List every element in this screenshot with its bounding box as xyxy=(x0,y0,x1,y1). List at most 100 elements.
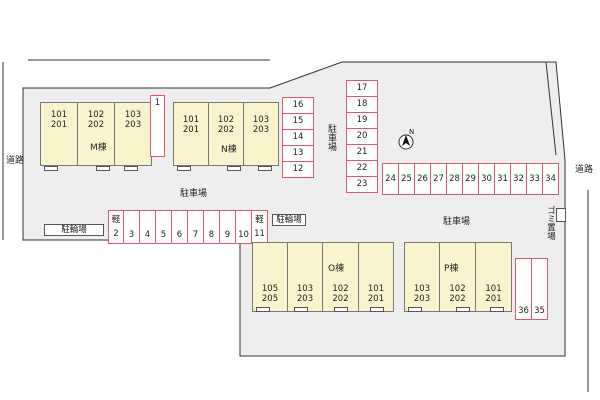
parking-column-12-16: 16 15 14 13 12 xyxy=(282,97,314,179)
parking-space: 24 xyxy=(382,163,399,195)
north-label: N xyxy=(409,128,415,136)
unit-upper: 103 xyxy=(252,115,270,125)
road-boundary-right xyxy=(545,61,557,156)
light-vehicle-label: 軽 xyxy=(255,215,264,225)
parking-space-36: 36 xyxy=(515,258,532,320)
unit-upper: 102 xyxy=(332,284,349,294)
road-label-right: 道路 xyxy=(575,165,594,175)
bike-parking-mid: 駐輪場 xyxy=(272,214,306,226)
parking-row-24-34: 24 25 26 27 28 29 30 31 32 33 34 xyxy=(382,163,560,195)
step xyxy=(256,307,270,312)
building-p-unit-2: 102 202 xyxy=(439,242,476,312)
building-n-unit-3: 103 203 xyxy=(243,102,279,166)
bike-parking-left: 駐輪場 xyxy=(44,224,104,236)
parking-space: 28 xyxy=(446,163,463,195)
building-o-unit-4: 101 201 xyxy=(358,242,394,312)
step xyxy=(456,307,470,312)
parking-space: 29 xyxy=(462,163,479,195)
unit-lower: 202 xyxy=(449,294,466,304)
step xyxy=(124,166,138,171)
building-m-name: M棟 xyxy=(90,143,107,153)
parking-space: 12 xyxy=(282,161,314,178)
unit-lower: 202 xyxy=(332,294,349,304)
north-arrow: N xyxy=(395,129,417,151)
unit-upper: 102 xyxy=(87,110,105,120)
step xyxy=(44,166,58,171)
step xyxy=(294,307,308,312)
parking-space: 23 xyxy=(346,176,378,193)
step xyxy=(408,307,422,312)
parking-space-number: 2 xyxy=(113,228,119,239)
building-n-unit-1: 101 201 xyxy=(173,102,209,166)
unit-lower: 202 xyxy=(217,125,235,135)
step xyxy=(490,307,504,312)
parking-space: 22 xyxy=(346,160,378,177)
parking-space: 27 xyxy=(430,163,447,195)
parking-space: 30 xyxy=(478,163,495,195)
building-p-name: P棟 xyxy=(444,264,459,274)
building-m-unit-1: 101 201 xyxy=(40,102,78,166)
building-p: 103 203 102 202 101 201 P棟 xyxy=(404,242,512,312)
building-p-unit-1: 103 203 xyxy=(404,242,440,312)
unit-lower: 201 xyxy=(485,294,502,304)
building-n-name: N棟 xyxy=(221,145,237,155)
light-vehicle-label: 軽 xyxy=(111,215,121,225)
unit-lower: 201 xyxy=(50,120,68,130)
unit-upper: 101 xyxy=(182,115,200,125)
road-label-left: 道路 xyxy=(6,156,25,166)
parking-space: 7 xyxy=(187,210,204,244)
parking-space: 32 xyxy=(510,163,527,195)
parking-space: 5 xyxy=(155,210,172,244)
step xyxy=(258,166,272,171)
building-m: 101 201 102 202 103 203 M棟 xyxy=(40,102,152,166)
unit-upper: 101 xyxy=(50,110,68,120)
parking-space: 8 xyxy=(203,210,220,244)
parking-space: 15 xyxy=(282,113,314,130)
unit-lower: 205 xyxy=(261,294,279,304)
parking-column-17-23: 17 18 19 20 21 22 23 xyxy=(346,80,378,195)
unit-upper: 101 xyxy=(367,284,385,294)
parking-space: 13 xyxy=(282,145,314,162)
unit-lower: 203 xyxy=(296,294,314,304)
building-o-unit-2: 103 203 xyxy=(287,242,323,312)
unit-upper: 103 xyxy=(413,284,431,294)
parking-space-number: 11 xyxy=(254,228,265,239)
parking-label-left: 駐車場 xyxy=(180,189,208,199)
parking-row-2-11: 軽 2 3 4 5 6 7 8 9 10 軽 11 xyxy=(108,210,268,244)
parking-space-2: 軽 2 xyxy=(108,210,124,244)
step xyxy=(177,166,191,171)
parking-space: 34 xyxy=(542,163,559,195)
unit-upper: 105 xyxy=(261,284,279,294)
building-o-unit-3: 102 202 xyxy=(322,242,359,312)
parking-space: 21 xyxy=(346,144,378,161)
unit-lower: 201 xyxy=(182,125,200,135)
building-n-unit-2: 102 202 xyxy=(208,102,244,166)
parking-space: 14 xyxy=(282,129,314,146)
parking-space-35: 35 xyxy=(531,258,548,320)
garbage-box xyxy=(556,208,566,222)
parking-space: 19 xyxy=(346,112,378,129)
unit-lower: 203 xyxy=(413,294,431,304)
parking-space: 18 xyxy=(346,96,378,113)
unit-upper: 101 xyxy=(485,284,502,294)
building-m-unit-2: 102 202 xyxy=(77,102,115,166)
unit-upper: 102 xyxy=(449,284,466,294)
unit-lower: 201 xyxy=(367,294,385,304)
step xyxy=(227,166,241,171)
parking-space: 31 xyxy=(494,163,511,195)
parking-label-vertical: 駐車場 xyxy=(326,124,336,151)
building-m-unit-3: 103 203 xyxy=(114,102,152,166)
parking-space: 4 xyxy=(139,210,156,244)
parking-space: 33 xyxy=(526,163,543,195)
unit-upper: 103 xyxy=(296,284,314,294)
building-p-unit-3: 101 201 xyxy=(475,242,512,312)
parking-space: 9 xyxy=(219,210,236,244)
building-o: 105 205 103 203 102 202 101 201 O棟 xyxy=(252,242,394,312)
step xyxy=(334,307,348,312)
parking-space: 17 xyxy=(346,80,378,97)
parking-space: 20 xyxy=(346,128,378,145)
north-arrow-icon xyxy=(398,134,414,150)
building-n: 101 201 102 202 103 203 N棟 xyxy=(173,102,279,166)
building-o-unit-1: 105 205 xyxy=(252,242,288,312)
